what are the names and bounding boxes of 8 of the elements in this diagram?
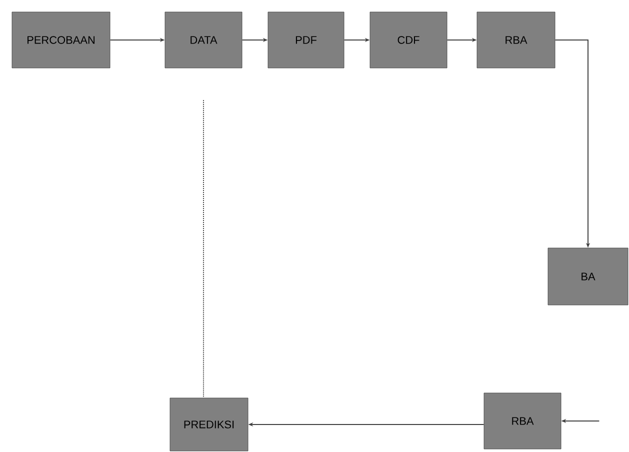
process-box: CDF [370,12,448,68]
process-box: PDF [268,12,344,68]
process-box: PREDIKSI [170,398,248,452]
process-box: RBA [476,12,556,68]
process-box: DATA [164,12,242,68]
process-box: BA [548,248,628,306]
process-box: PERCOBAAN [12,12,110,68]
process-box: RBA [484,392,562,450]
